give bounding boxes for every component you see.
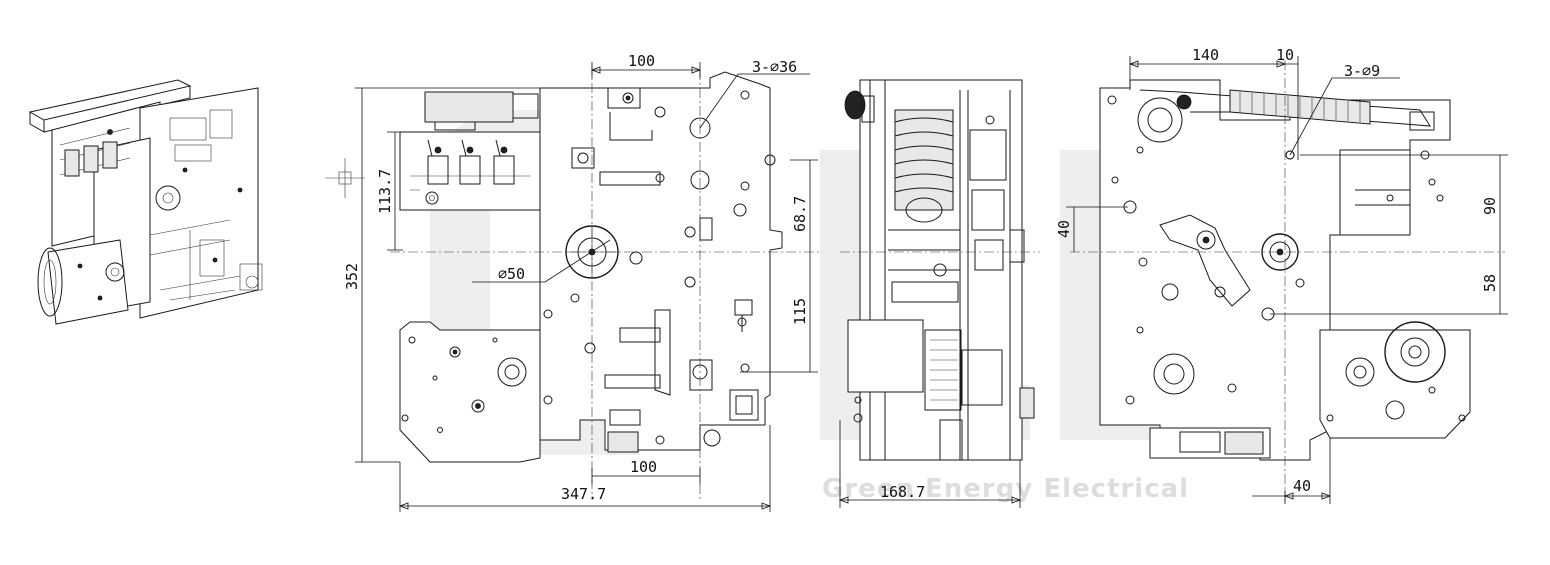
rear-gear: [1384, 321, 1446, 383]
rear-dimensions: 140 10 3-∅9 40 90 58 40: [1055, 46, 1508, 504]
watermark-company: Green Energy Electrical: [822, 474, 1189, 504]
dim-front-right-68: 68.7: [791, 196, 809, 232]
side-dimensions: 168.7: [838, 420, 1022, 508]
dim-front-bottom-100: 100: [630, 458, 657, 476]
closing-spring-plate: [399, 321, 541, 463]
dim-front-top-width: 100: [628, 52, 655, 70]
rear-motor-plate: [1319, 329, 1471, 439]
front-dimensions: 100 3-∅36 113.7 352 ∅50 68.7 115 100 347…: [343, 52, 818, 512]
dim-rear-top-140: 140: [1192, 46, 1219, 64]
auxiliary-switch-box: [399, 131, 541, 211]
closing-spring: [894, 109, 954, 223]
dim-rear-right-90: 90: [1481, 197, 1499, 215]
dim-front-shaft-dia: ∅50: [498, 265, 525, 283]
dim-front-switch-height: 113.7: [376, 169, 394, 214]
rear-right-panel: [1339, 149, 1411, 236]
rear-spring-assembly: [1137, 89, 1435, 143]
dim-rear-right-58: 58: [1481, 274, 1499, 292]
dim-rear-top-10: 10: [1276, 46, 1294, 64]
front-view: [325, 65, 820, 500]
side-view: [840, 79, 1040, 461]
motor-box: [847, 319, 924, 393]
dim-rear-left-40: 40: [1055, 220, 1073, 238]
dim-side-depth: 168.7: [880, 483, 925, 501]
isometric-view: [28, 79, 263, 325]
dim-front-total-width: 347.7: [561, 485, 606, 503]
dim-front-right-115: 115: [791, 298, 809, 325]
dim-front-total-height: 352: [343, 263, 361, 290]
micro-switches: [410, 139, 530, 205]
dim-rear-holes: 3-∅9: [1344, 62, 1380, 80]
rear-view: [1070, 60, 1505, 505]
dim-front-holes: 3-∅36: [752, 58, 797, 76]
dim-rear-bottom-40: 40: [1293, 477, 1311, 495]
